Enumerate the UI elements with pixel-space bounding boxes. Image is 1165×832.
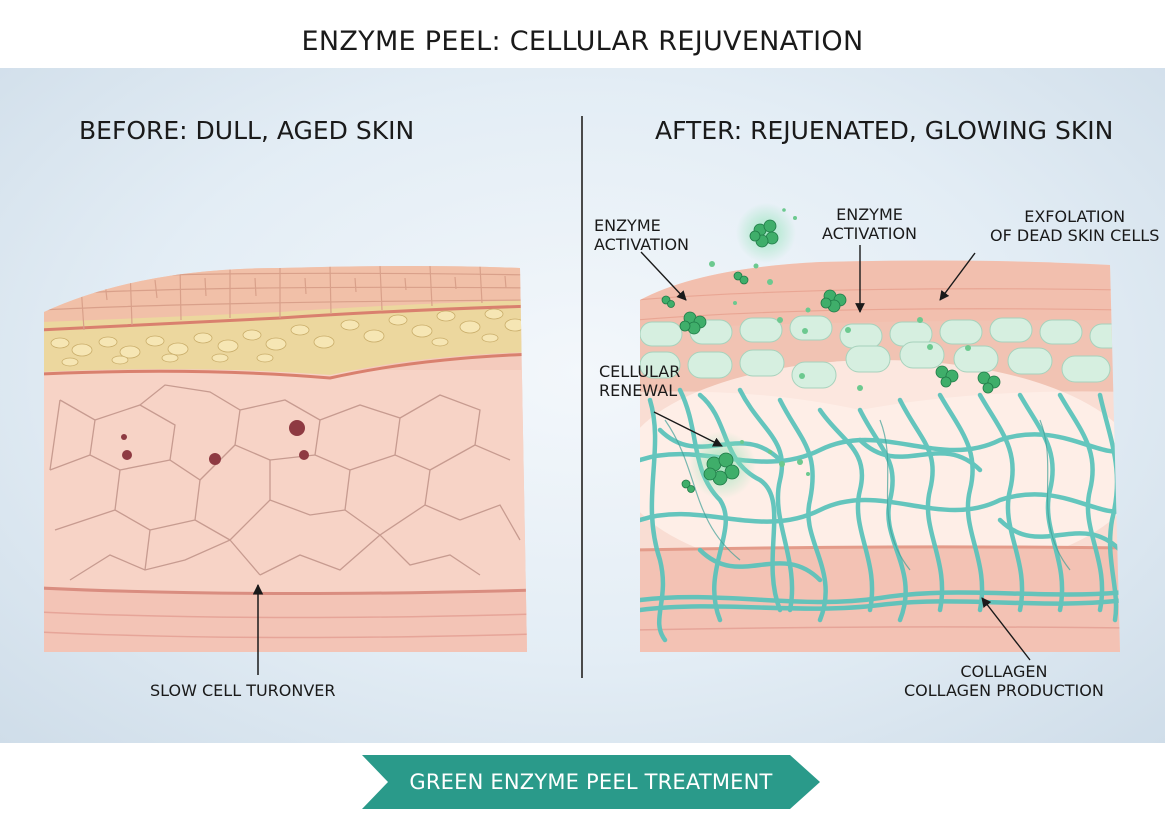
slow-cell-turnover-label: SLOW CELL TURONVER [150,681,336,700]
enzyme-activation-left-label: ENZYME ACTIVATION [594,216,690,254]
enzyme-clusters [661,203,1001,499]
collagen-label: COLLAGEN COLLAGEN PRODUCTION [904,662,1104,700]
treatment-banner: GREEN ENZYME PEEL TREATMENT [409,770,773,794]
panel-divider [581,116,583,678]
before-heading: BEFORE: DULL, AGED SKIN [79,116,415,145]
after-heading: AFTER: REJUENATED, GLOWING SKIN [655,116,1114,145]
page-title: ENZYME PEEL: CELLULAR REJUVENATION [301,26,864,57]
exfoliation-label: EXFOLATION OF DEAD SKIN CELLS [990,207,1160,245]
enzyme-activation-center-label: ENZYME ACTIVATION [822,205,918,243]
cellular-renewal-label: CELLULAR RENEWAL [599,362,681,400]
